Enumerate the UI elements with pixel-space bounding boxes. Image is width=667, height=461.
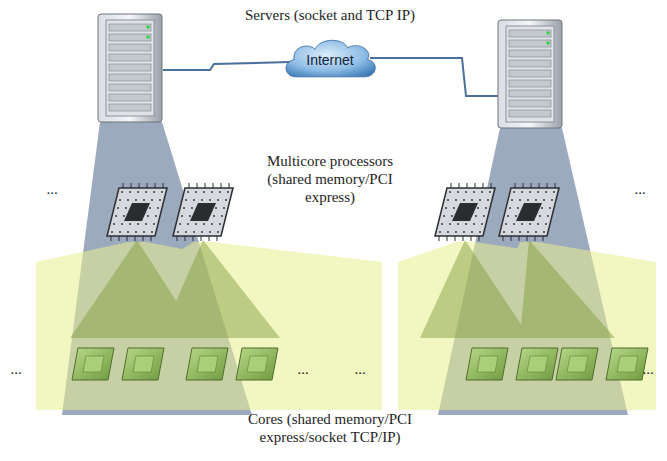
core-chip [516, 348, 558, 380]
core-chip [72, 348, 114, 380]
multicore-chip [107, 183, 167, 241]
ellipsis: ... [290, 360, 316, 378]
ellipsis: ... [3, 360, 29, 378]
core-chip [556, 348, 598, 380]
core-chip [236, 348, 278, 380]
core-chip [606, 348, 648, 380]
multicore-chip [173, 183, 233, 241]
network-cloud: Internet [280, 36, 380, 80]
level-label: Multicore processors (shared memory/PCI … [255, 152, 405, 206]
ellipsis: ... [347, 360, 373, 378]
multicore-chip [499, 183, 559, 241]
ellipsis: ... [635, 360, 661, 378]
network-wire [370, 58, 498, 96]
cloud-label: Internet [306, 52, 353, 68]
core-chip [466, 348, 508, 380]
processor-cones [70, 240, 615, 338]
level-label: Servers (socket and TCP IP) [200, 6, 460, 24]
ellipsis: ... [39, 180, 65, 198]
core-chip [186, 348, 228, 380]
core-chip [122, 348, 164, 380]
multicore-chip [435, 183, 495, 241]
ellipsis: ... [627, 180, 653, 198]
server-tower [498, 20, 562, 128]
server-tower [98, 14, 162, 122]
level-label: Cores (shared memory/PCI express/socket … [235, 410, 425, 446]
network-wire [163, 62, 290, 70]
